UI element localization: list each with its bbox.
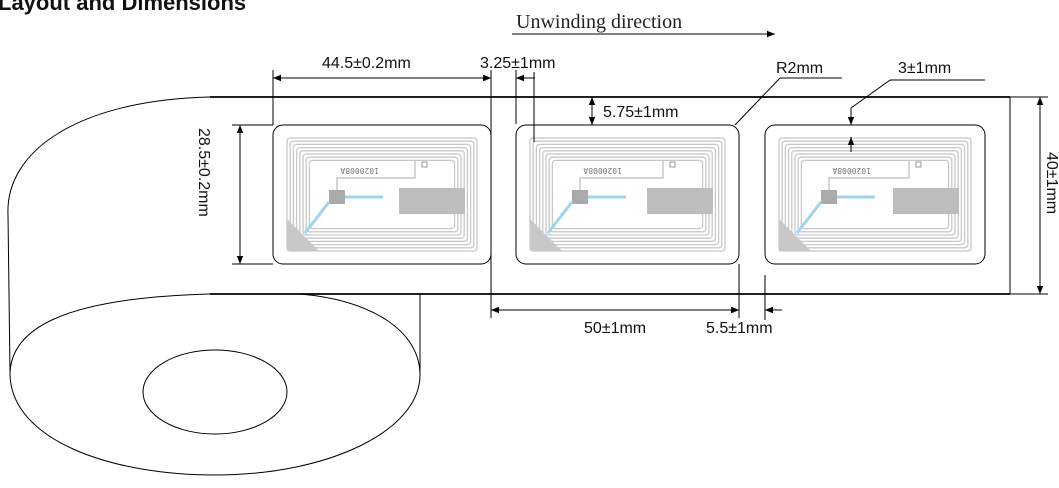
chip xyxy=(329,190,345,204)
antenna-pad xyxy=(893,188,959,214)
antenna-corner-pad xyxy=(530,219,562,251)
antenna-turn xyxy=(295,146,469,243)
dim-liner-width-text: 40±1mm xyxy=(1043,152,1059,214)
dim-pitch-text: 50±1mm xyxy=(584,320,646,337)
antenna-turn xyxy=(538,146,717,243)
antenna-turn xyxy=(292,143,472,246)
dim-top-margin: 5.75±1mm xyxy=(588,97,678,125)
rfid-label: 1020008A xyxy=(515,124,740,265)
chip xyxy=(821,190,837,204)
via-mark xyxy=(915,161,922,168)
dim-antenna-margin: 3±1mm xyxy=(847,60,985,152)
chip xyxy=(572,190,588,204)
chip-code: 1020008A xyxy=(583,166,622,175)
antenna-pad xyxy=(647,188,713,214)
antenna-corner-pad xyxy=(779,219,811,251)
dim-top-margin-text: 5.75±1mm xyxy=(603,104,678,121)
antenna-turn xyxy=(535,143,720,246)
antenna-trace xyxy=(336,160,416,190)
antenna-turn xyxy=(529,137,726,252)
dim-corner-radius-text: R2mm xyxy=(776,60,823,77)
antenna-corner-pad xyxy=(287,219,319,251)
dim-antenna-offset: 5.5±1mm xyxy=(706,275,782,337)
antenna-bridge-diagonal xyxy=(546,201,574,234)
dim-antenna-offset-text: 5.5±1mm xyxy=(706,320,773,337)
labels-group: 1020008A 1020008A 1020008A xyxy=(272,124,986,265)
antenna-coil xyxy=(286,137,478,252)
chip-code: 1020008A xyxy=(340,166,379,175)
antenna-turn xyxy=(787,146,963,243)
chip-code: 1020008A xyxy=(832,166,871,175)
dim-label-width: 44.5±0.2mm xyxy=(272,55,492,318)
direction-label: Unwinding direction xyxy=(516,11,682,33)
leader-line xyxy=(734,77,781,126)
leader-line xyxy=(850,79,891,109)
antenna-trace xyxy=(579,160,664,190)
antenna-turn xyxy=(286,137,478,252)
liner-web xyxy=(210,96,1011,295)
antenna-turn xyxy=(781,140,969,249)
via-mark xyxy=(669,161,676,168)
dim-corner-radius: R2mm xyxy=(734,60,842,126)
page-title: Layout and Dimensions xyxy=(0,0,246,15)
rfid-label: 1020008A xyxy=(764,124,986,265)
antenna-turn xyxy=(778,137,972,252)
antenna-bridge-diagonal xyxy=(795,201,823,234)
roll-core xyxy=(142,349,288,435)
dim-label-height-text: 28.5±0.2mm xyxy=(195,128,212,217)
dim-label-height: 28.5±0.2mm xyxy=(195,124,273,265)
antenna-bridge-diagonal xyxy=(303,201,331,234)
antenna-turn xyxy=(289,140,475,249)
rfid-label: 1020008A xyxy=(272,124,492,265)
dim-pitch: 50±1mm xyxy=(491,264,740,337)
antenna-pad xyxy=(399,188,465,214)
roll-outline-upper xyxy=(7,96,211,373)
via-mark xyxy=(421,161,428,168)
dim-liner-width: 40±1mm xyxy=(1010,96,1059,295)
antenna-turn xyxy=(784,143,966,246)
antenna-turn xyxy=(532,140,723,249)
label-roll xyxy=(7,96,421,476)
roll-outline-lower xyxy=(9,293,421,476)
dim-label-gap-text: 3.25±1mm xyxy=(480,55,555,72)
dim-label-gap: 3.25±1mm xyxy=(472,55,555,142)
antenna-trace xyxy=(828,160,910,190)
dim-label-width-text: 44.5±0.2mm xyxy=(322,55,411,72)
dim-antenna-margin-text: 3±1mm xyxy=(898,60,951,77)
